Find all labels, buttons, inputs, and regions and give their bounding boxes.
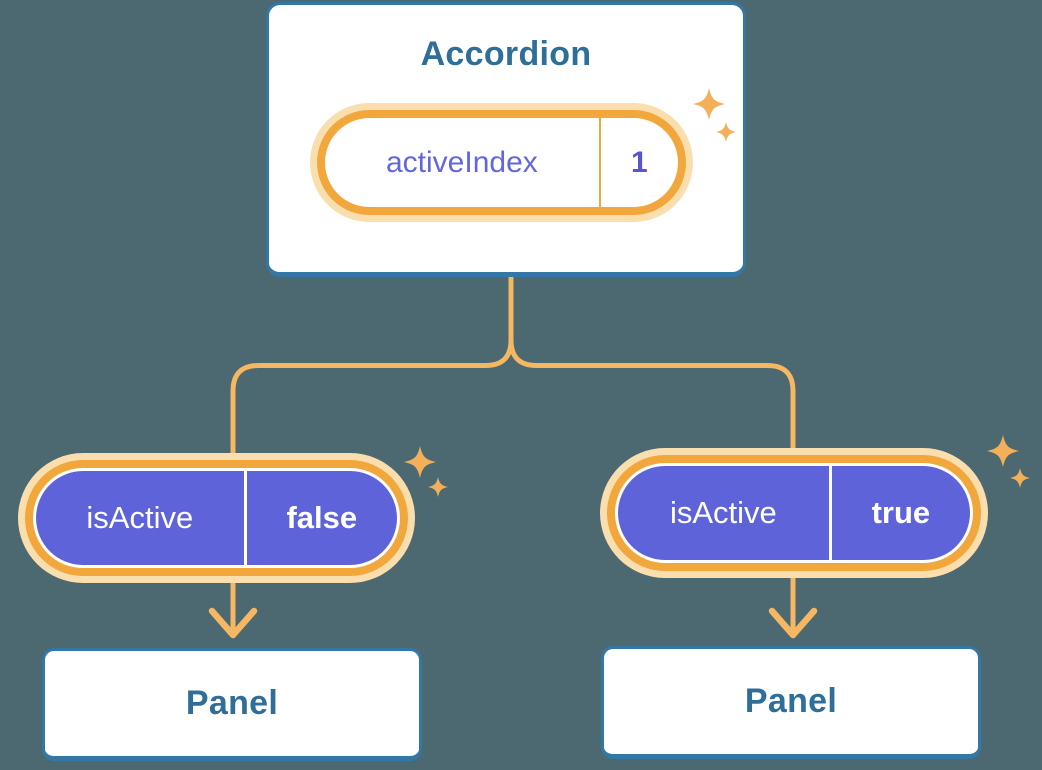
sparkle-icon (1010, 468, 1030, 488)
connector-branch-right (508, 277, 796, 632)
arrow-down-icon (768, 607, 818, 639)
sparkle-icon (693, 88, 725, 120)
sparkle-icon (428, 477, 448, 497)
sparkle-icon (987, 435, 1019, 467)
sparkle-icon (404, 446, 436, 478)
sparkle-icon (716, 122, 736, 142)
connector-branch-left (230, 277, 514, 632)
arrow-down-icon (208, 607, 258, 639)
